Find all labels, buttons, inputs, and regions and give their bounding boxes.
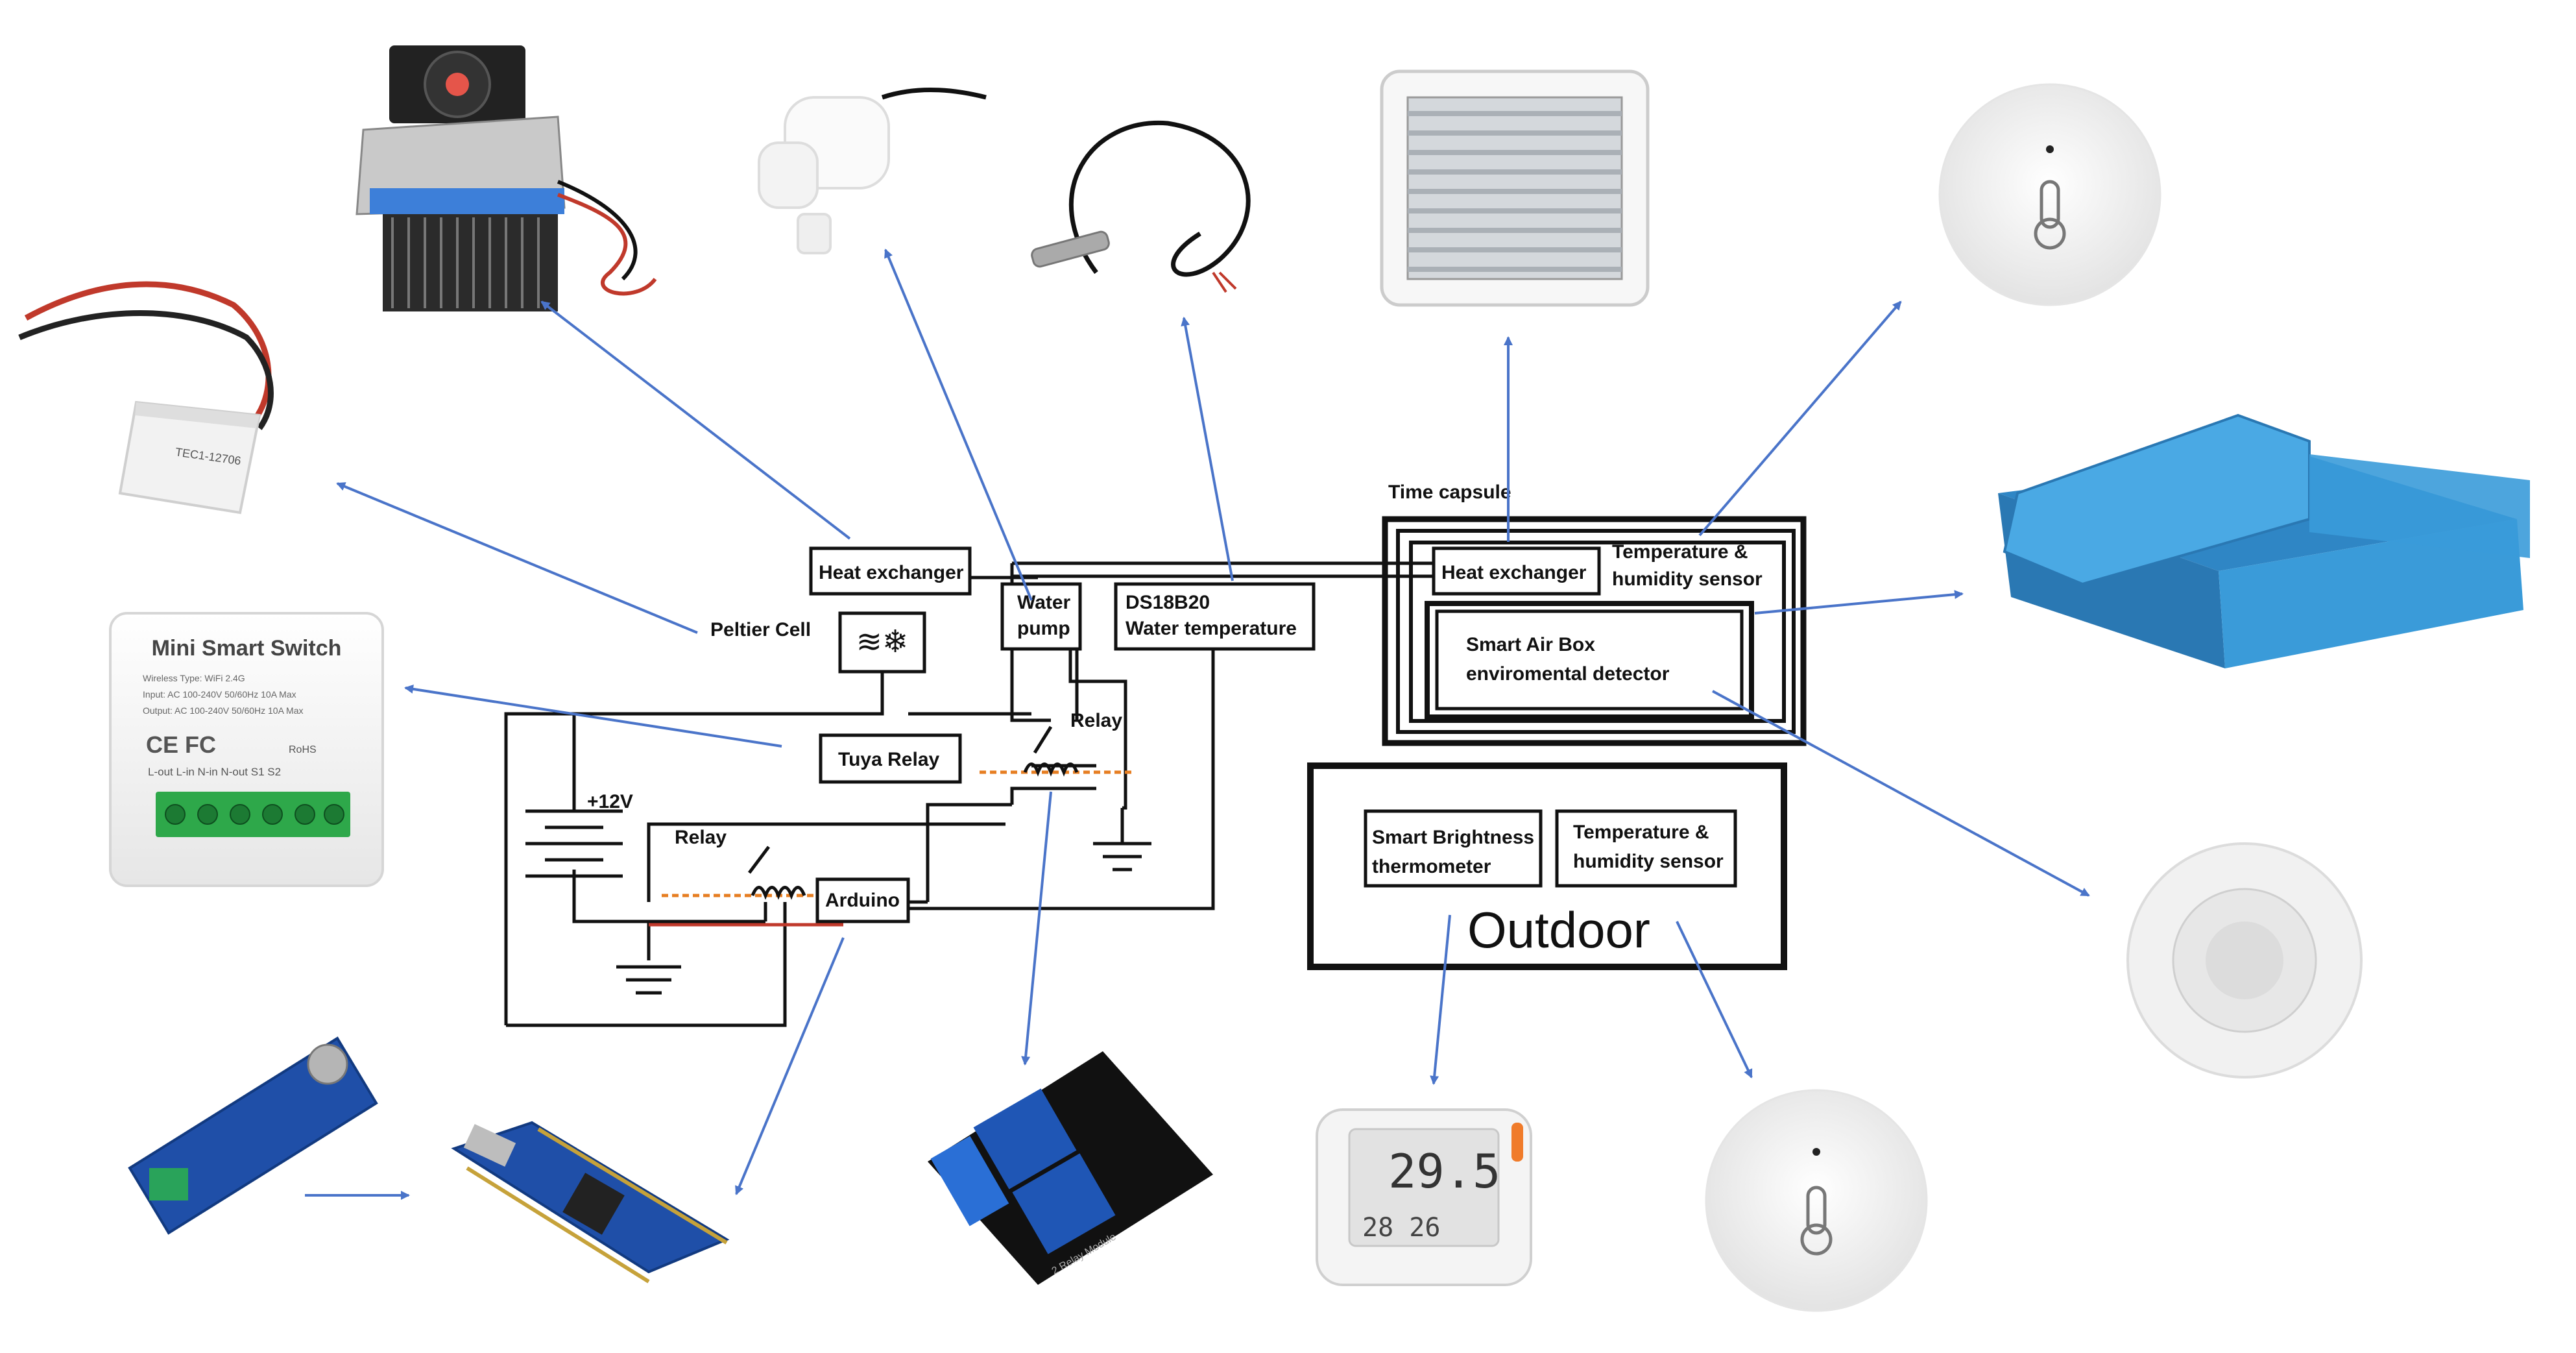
peltier-cooler-assembly-icon: [355, 45, 657, 311]
smart-brightness-label-2: thermometer: [1372, 856, 1491, 877]
arduino-label: Arduino: [825, 890, 900, 911]
lcd-secondary-reading: 28 26: [1362, 1213, 1440, 1243]
arrow-relay-module: [1021, 791, 1052, 1066]
relay-bottom-label: Relay: [675, 827, 727, 848]
heat-exchanger-right-label: Heat exchanger: [1441, 562, 1587, 583]
arrow-heat-exchanger: [540, 300, 851, 540]
peltier-chip-icon: TEC1-12706: [18, 281, 274, 515]
snowflake-icon: ≋❄: [856, 624, 908, 660]
mini-switch-marks: CE FC: [146, 731, 216, 758]
arduino-box: Arduino: [815, 877, 910, 923]
arduino-nano-icon: [451, 1121, 730, 1284]
ds18b20-probe-icon: [1031, 120, 1251, 293]
mini-switch-spec-2: Output: AC 100-240V 50/60Hz 10A Max: [143, 705, 304, 716]
mini-switch-spec-0: Wireless Type: WiFi 2.4G: [143, 673, 245, 683]
relay-module-icon: 2 Relay Module: [928, 1051, 1213, 1285]
tuya-relay-box: Tuya Relay: [819, 733, 962, 784]
peltier-symbol-box: ≋❄: [838, 611, 926, 674]
relay-top-label: Relay: [1070, 710, 1122, 731]
arrow-water-pump: [884, 249, 1033, 601]
arrow-mini-switch: [404, 684, 782, 748]
temp-humidity-outdoor-label-2: humidity sensor: [1573, 851, 1724, 872]
enclosure-box-icon: [1998, 413, 2530, 668]
tuya-relay-label: Tuya Relay: [838, 749, 939, 770]
mini-smart-switch-icon: Mini Smart Switch Wireless Type: WiFi 2.…: [109, 612, 384, 887]
water-pump-box: Water pump: [1000, 582, 1082, 651]
arrow-ds18b20: [1181, 317, 1234, 581]
outdoor-temp-humidity-sensor-icon: [1705, 1089, 1928, 1312]
time-capsule-box: [1382, 516, 1807, 746]
smart-air-label-1: Smart Air Box: [1466, 634, 1595, 655]
water-pump-icon: [758, 88, 987, 254]
smart-air-box-rect: Smart Air Box enviromental detector: [1425, 601, 1754, 720]
smart-air-box-icon: [2126, 842, 2363, 1079]
ground-symbol-right: [1093, 837, 1151, 872]
mini-switch-pins: L-out L-in N-in N-out S1 S2: [148, 766, 281, 778]
arrow-lcd-thermometer: [1430, 914, 1451, 1085]
temp-humidity-inside-label-2: humidity sensor: [1612, 568, 1763, 590]
peltier-cell-label: Peltier Cell: [710, 619, 811, 640]
radiator-icon: [1380, 69, 1650, 307]
heat-exchanger-left-label: Heat exchanger: [819, 562, 964, 583]
water-pump-label-1: Water: [1017, 592, 1071, 613]
time-capsule-label: Time capsule: [1388, 481, 1511, 503]
arrow-temp-humidity: [1698, 300, 1902, 537]
lcd-thermometer-icon: 29.5 28 26: [1316, 1108, 1532, 1286]
connector-arrows: [305, 249, 2090, 1200]
arrow-enclosure: [1754, 590, 1964, 615]
temp-humidity-outdoor-label-1: Temperature &: [1573, 822, 1709, 843]
arrow-outdoor-sensor: [1676, 921, 1753, 1079]
mini-switch-title: Mini Smart Switch: [152, 636, 342, 661]
smart-air-label-2: enviromental detector: [1466, 663, 1670, 685]
temp-humidity-sensor-icon: [1938, 83, 2161, 306]
heat-exchanger-right-box: Heat exchanger: [1432, 546, 1601, 596]
lcd-main-reading: 29.5: [1388, 1144, 1500, 1199]
supply-voltage-label: +12V: [587, 791, 633, 812]
mini-switch-rohs: RoHS: [289, 744, 317, 755]
arrow-smart-air-box: [1712, 690, 2090, 897]
rtc-module-icon: [128, 1036, 378, 1235]
ds18b20-label-2: Water temperature: [1125, 618, 1297, 639]
outdoor-box: Smart Brightness thermometer Temperature…: [1307, 762, 1787, 970]
ground-symbol-left: [616, 965, 681, 995]
water-pump-label-2: pump: [1017, 618, 1070, 639]
mini-switch-spec-1: Input: AC 100-240V 50/60Hz 10A Max: [143, 689, 296, 700]
arrow-arduino: [735, 937, 845, 1195]
ds18b20-box: DS18B20 Water temperature: [1114, 582, 1316, 651]
temp-humidity-inside-label-1: Temperature &: [1612, 541, 1748, 563]
heat-exchanger-left-box: Heat exchanger: [809, 546, 972, 596]
smart-brightness-label-1: Smart Brightness: [1372, 827, 1534, 848]
outdoor-label: Outdoor: [1467, 901, 1650, 958]
ds18b20-label-1: DS18B20: [1125, 592, 1210, 613]
arrow-peltier: [336, 482, 698, 634]
